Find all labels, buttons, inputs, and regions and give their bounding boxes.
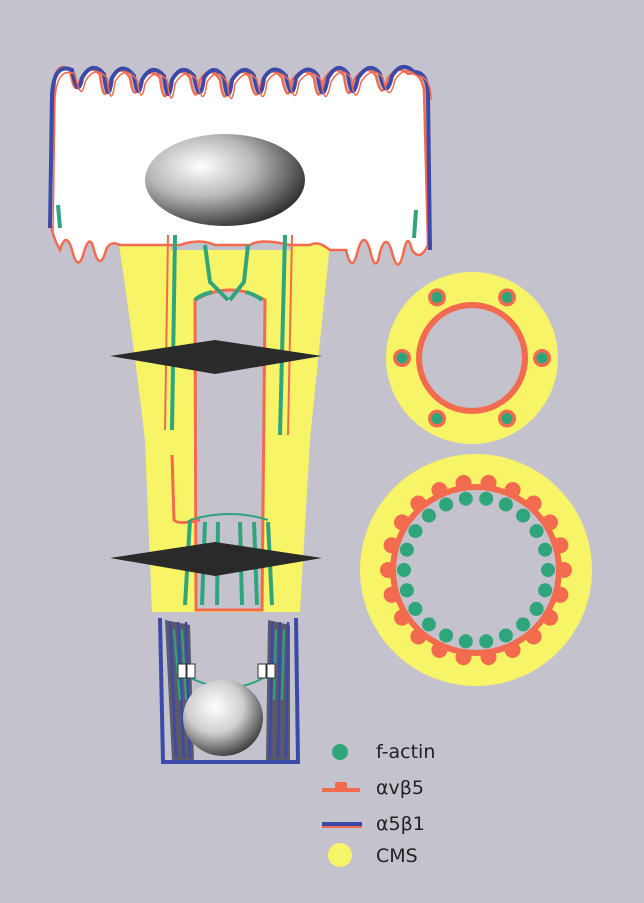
avb5-scallop xyxy=(431,482,447,498)
actin-bundle xyxy=(408,602,422,616)
legend-label-a5b1: α5β1 xyxy=(376,813,425,835)
avb5-scallop xyxy=(410,629,426,645)
actin-bundle xyxy=(538,583,552,597)
legend-label-avb5: αvβ5 xyxy=(376,777,424,799)
actin-bundle xyxy=(422,617,436,631)
actin-bundle xyxy=(516,617,530,631)
avb5-scallop xyxy=(380,562,396,578)
avb5-scallop xyxy=(456,649,472,665)
actin-bundle xyxy=(400,543,414,557)
legend-symbol-cms xyxy=(328,843,352,867)
actin-mark xyxy=(58,205,60,228)
actin-bundle xyxy=(432,292,443,303)
cross-section-upper xyxy=(386,272,558,444)
avb5-scallop xyxy=(526,496,542,512)
actin-bundle xyxy=(530,524,544,538)
nucleus xyxy=(145,134,305,226)
actin-bundle xyxy=(502,413,513,424)
avb5-scallop xyxy=(431,642,447,658)
actin-bundle xyxy=(459,634,473,648)
actin-bundle xyxy=(397,563,411,577)
avb5-scallop xyxy=(384,537,400,553)
avb5-scallop xyxy=(505,482,521,498)
actin-bundle xyxy=(439,629,453,643)
actin-bundle xyxy=(537,353,548,364)
legend-label-cms: CMS xyxy=(376,845,418,867)
legend-label-f-actin: f-actin xyxy=(376,741,435,763)
actin-bundle xyxy=(422,509,436,523)
actin-bundle xyxy=(400,583,414,597)
actin-bundle xyxy=(408,524,422,538)
avb5-scallop xyxy=(542,610,558,626)
cross-section-lower xyxy=(360,454,592,686)
avb5-scallop xyxy=(410,496,426,512)
actin-bundle xyxy=(541,563,555,577)
avb5-scallop xyxy=(456,475,472,491)
actin-bundle xyxy=(459,492,473,506)
avb5-scallop xyxy=(552,537,568,553)
avb5-scallop xyxy=(384,587,400,603)
avb5-scallop xyxy=(542,514,558,530)
actin-bundle xyxy=(439,498,453,512)
actin-bundle xyxy=(479,634,493,648)
avb5-scallop xyxy=(505,642,521,658)
actin-bundle xyxy=(516,509,530,523)
actin-mark xyxy=(414,210,416,238)
avb5-scallop xyxy=(552,587,568,603)
actin-bundle xyxy=(502,292,513,303)
actin-bundle xyxy=(432,413,443,424)
actin-bundle xyxy=(479,492,493,506)
legend-symbol-f-actin xyxy=(332,744,348,760)
avb5-scallop xyxy=(526,629,542,645)
avb5-scallop xyxy=(481,475,497,491)
avb5-scallop xyxy=(556,562,572,578)
actin-bundle xyxy=(530,602,544,616)
spermatid-head xyxy=(183,680,263,756)
avb5-scallop xyxy=(481,649,497,665)
avb5-scallop xyxy=(394,514,410,530)
actin-bundle xyxy=(397,353,408,364)
avb5-scallop xyxy=(394,610,410,626)
actin-bundle xyxy=(499,498,513,512)
actin-bundle xyxy=(499,629,513,643)
actin-bundle xyxy=(538,543,552,557)
legend-symbol-a5b1 xyxy=(322,822,362,828)
